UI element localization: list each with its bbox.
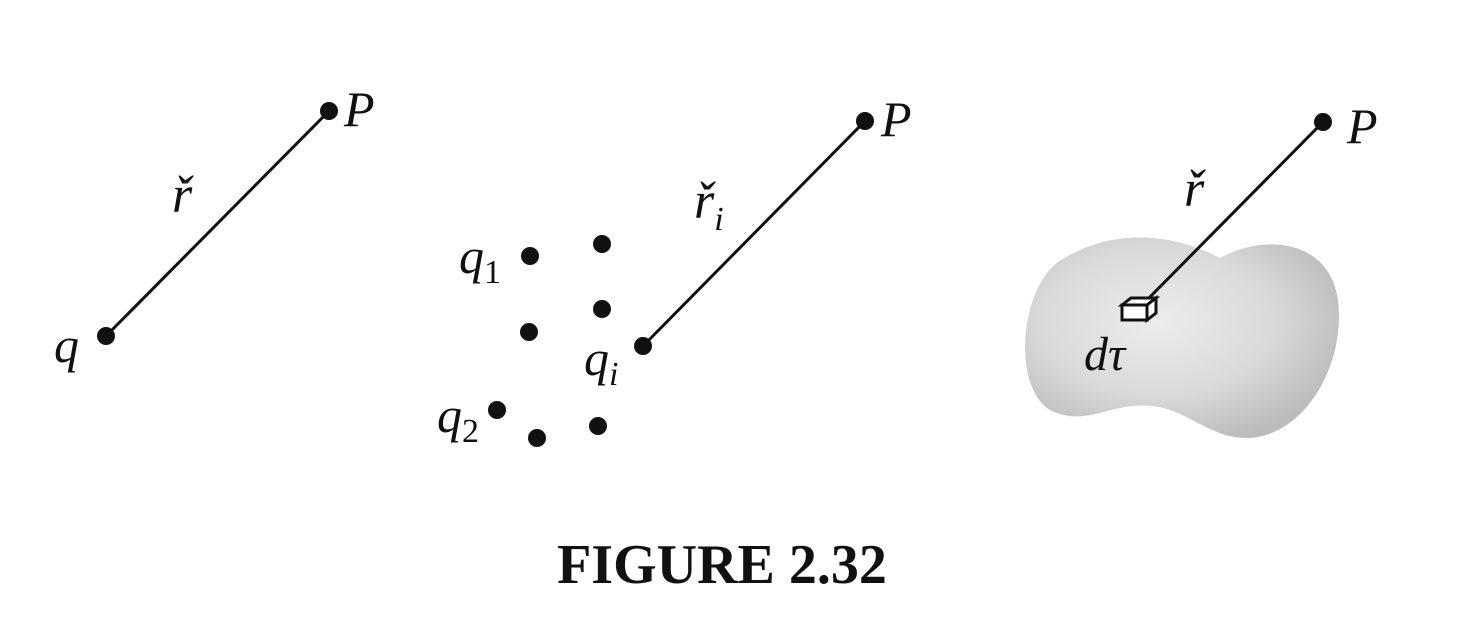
panel-discrete-charges: P ři q1 q2 qi — [437, 91, 912, 450]
field-point-p-label: P — [1346, 98, 1378, 154]
charge-q1-subscript: 1 — [484, 254, 501, 291]
volume-element-label: dτ — [1084, 328, 1127, 381]
field-point-p-label: P — [343, 81, 375, 137]
charge-q1-label: q1 — [459, 228, 501, 291]
charge-qi-dot — [634, 337, 652, 355]
charge-q2-label: q2 — [437, 387, 479, 450]
volume-element-cube-icon — [1117, 294, 1161, 324]
separation-line — [104, 109, 331, 338]
charge-q2-subscript: 2 — [462, 413, 479, 450]
charge-dot — [593, 235, 611, 253]
separation-subscript: i — [714, 201, 723, 238]
charge-dot — [520, 323, 538, 341]
field-point-p-dot — [1314, 113, 1332, 131]
charge-q2-symbol: q — [437, 387, 462, 443]
charge-dot — [593, 300, 611, 318]
separation-vector-label: ř — [1184, 161, 1206, 218]
charge-q1-dot — [521, 247, 539, 265]
charge-q-label: q — [54, 317, 79, 373]
field-point-p-label: P — [880, 91, 912, 147]
charge-qi-label: qi — [584, 330, 618, 393]
charge-distribution-blob — [1025, 237, 1339, 438]
figure-caption: FIGURE 2.32 — [557, 534, 887, 596]
charge-qi-subscript: i — [609, 356, 618, 393]
separation-symbol: ř — [694, 173, 716, 230]
field-point-p-dot — [856, 112, 874, 130]
charge-q2-dot — [488, 401, 506, 419]
charge-dot — [528, 429, 546, 447]
panel-point-charge: q P ř — [54, 81, 375, 373]
charge-dot — [589, 417, 607, 435]
charge-qi-symbol: q — [584, 330, 609, 386]
separation-line-i — [641, 119, 867, 348]
panel-continuous-distribution: P ř dτ — [1025, 98, 1378, 438]
separation-vector-label: ři — [694, 173, 724, 238]
charge-q-dot — [97, 327, 115, 345]
charge-q1-symbol: q — [459, 228, 484, 284]
separation-line — [1138, 120, 1325, 309]
separation-vector-label: ř — [172, 167, 194, 224]
field-point-p-dot — [320, 102, 338, 120]
